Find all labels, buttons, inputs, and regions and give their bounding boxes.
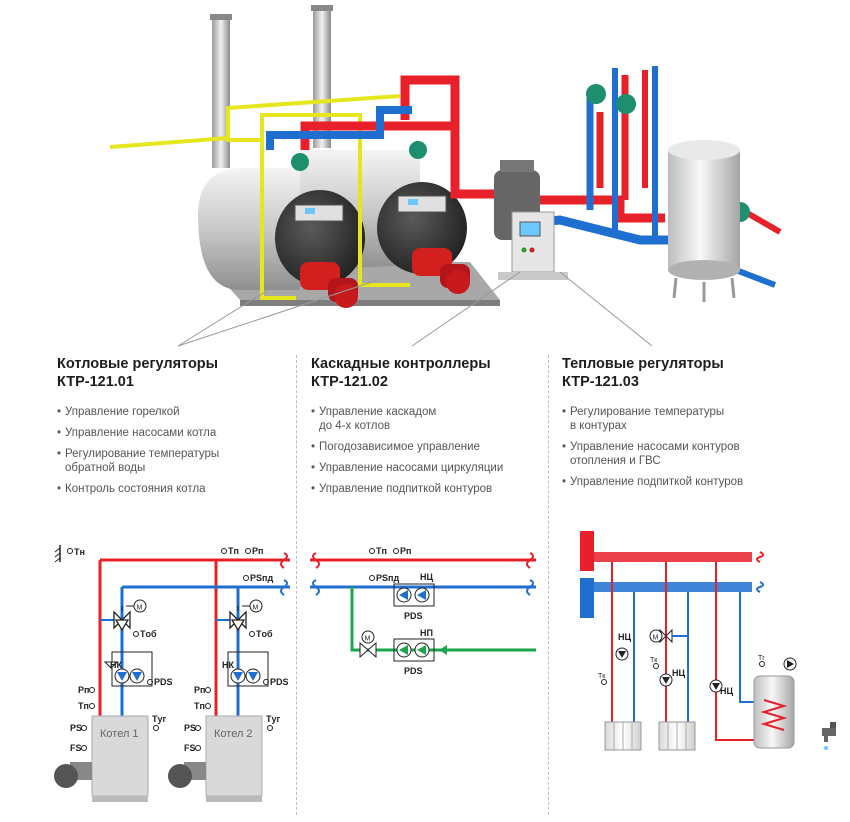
svg-text:M: M	[253, 605, 259, 612]
svg-text:НК: НК	[110, 660, 122, 670]
column-divider-2	[548, 355, 549, 815]
storage-tank	[668, 140, 740, 302]
feature-item: Контроль состояния котла	[57, 482, 317, 496]
makeup-pump-group: M НП PDS	[359, 628, 435, 676]
feature-item: Регулирование температуры в контурах	[562, 405, 822, 433]
feature-item: Управление насосами циркуляции	[311, 461, 571, 475]
svg-text:M: M	[365, 636, 371, 643]
svg-text:PS: PS	[70, 723, 82, 733]
svg-text:Tп: Tп	[78, 701, 89, 711]
svg-text:FS: FS	[70, 743, 82, 753]
svg-text:Tп: Tп	[376, 546, 387, 556]
makeup-line	[350, 587, 536, 652]
boiler-body-1	[198, 168, 300, 290]
dhw-tank: Tг	[753, 655, 797, 749]
schematic-boiler-regulators: Tн Tп Pп PSпд M Tоб НК PDS	[54, 545, 290, 802]
svg-text:Котел 2: Котел 2	[214, 728, 253, 740]
boiler-unit-1: Котел 1 PS FS Tуг	[54, 714, 167, 802]
svg-text:M: M	[653, 635, 659, 642]
svg-text:НП: НП	[420, 628, 433, 638]
svg-text:Tк: Tк	[598, 673, 606, 680]
svg-text:Tп: Tп	[228, 546, 239, 556]
feature-item: Управление горелкой	[57, 405, 317, 419]
svg-text:Pп: Pп	[252, 546, 263, 556]
manifold-pump-1	[586, 84, 606, 104]
svg-text:Котел 1: Котел 1	[100, 728, 139, 740]
svg-text:Tоб: Tоб	[140, 629, 157, 639]
feature-item: Управление каскадом до 4-х котлов	[311, 405, 571, 433]
svg-text:НЦ: НЦ	[618, 632, 631, 642]
supply-collector	[580, 531, 594, 571]
svg-text:Tк: Tк	[650, 657, 658, 664]
schematic-heat-regulators: НЦ Tк M НЦ Tк НЦ	[580, 531, 836, 751]
schematic-cascade: Tп Pп PSпд НЦ PDS M НП PDS	[310, 546, 536, 676]
radiator-2	[658, 721, 696, 751]
svg-text:FS: FS	[184, 743, 196, 753]
svg-text:PDS: PDS	[404, 666, 423, 676]
svg-text:PS: PS	[184, 723, 196, 733]
feature-list: Управление горелкой Управление насосами …	[57, 405, 317, 496]
svg-text:НЦ: НЦ	[720, 686, 733, 696]
water-tap-icon	[822, 722, 836, 750]
return-header-3d	[266, 106, 412, 150]
feature-list: Регулирование температуры в контурах Упр…	[562, 405, 822, 489]
boiler-group-1: M Tоб НК PDS Pп Tп	[78, 599, 173, 711]
feature-item: Управление насосами котла	[57, 426, 317, 440]
control-cabinet	[498, 211, 568, 280]
feature-list: Управление каскадом до 4-х котлов Погодо…	[311, 405, 571, 496]
svg-text:PDS: PDS	[270, 677, 289, 687]
svg-text:Tуг: Tуг	[152, 714, 167, 724]
leader-line-1	[177, 289, 269, 347]
svg-text:Pп: Pп	[194, 685, 205, 695]
burner-2	[412, 248, 470, 294]
svg-text:PSпд: PSпд	[250, 573, 273, 583]
svg-text:PDS: PDS	[404, 611, 423, 621]
svg-text:Tп: Tп	[194, 701, 205, 711]
boiler-pump-2	[409, 141, 427, 159]
outdoor-sensor-icon: Tн	[54, 545, 85, 563]
svg-text:НК: НК	[222, 660, 234, 670]
boiler-room-illustration	[109, 5, 782, 347]
svg-text:НЦ: НЦ	[672, 668, 685, 678]
leader-line-2	[411, 271, 521, 347]
svg-text:Tг: Tг	[758, 655, 765, 662]
svg-text:PDS: PDS	[154, 677, 173, 687]
boiler-pump-1	[291, 153, 309, 171]
svg-text:M: M	[137, 605, 143, 612]
svg-text:Pп: Pп	[78, 685, 89, 695]
return-collector	[580, 578, 594, 618]
svg-text:PSпд: PSпд	[376, 573, 399, 583]
circulation-pump-group: НЦ PDS	[393, 572, 435, 621]
manifold-pump-2	[616, 94, 636, 114]
feature-item: Управление подпиткой контуров	[311, 482, 571, 496]
svg-text:Tуг: Tуг	[266, 714, 281, 724]
leader-line-3	[559, 271, 653, 347]
feature-item: Погодозависимое управление	[311, 440, 571, 454]
chimney-left	[212, 18, 230, 168]
column-divider-1	[296, 355, 297, 815]
supply-header-3d	[300, 75, 460, 150]
svg-text:Tоб: Tоб	[256, 629, 273, 639]
feature-item: Регулирование температуры обратной воды	[57, 447, 317, 475]
svg-text:Pп: Pп	[400, 546, 411, 556]
feature-item: Управление подпиткой контуров	[562, 475, 822, 489]
burner-1	[300, 262, 358, 308]
boiler-group-2: M Tоб НК PDS Pп Tп	[194, 599, 289, 711]
boiler-unit-2: Котел 2 PS FS Tуг	[168, 714, 281, 802]
radiator-1	[604, 721, 642, 751]
svg-text:НЦ: НЦ	[420, 572, 433, 582]
feature-item: Управление насосами контуров отопления и…	[562, 440, 822, 468]
svg-text:Tн: Tн	[74, 547, 85, 557]
